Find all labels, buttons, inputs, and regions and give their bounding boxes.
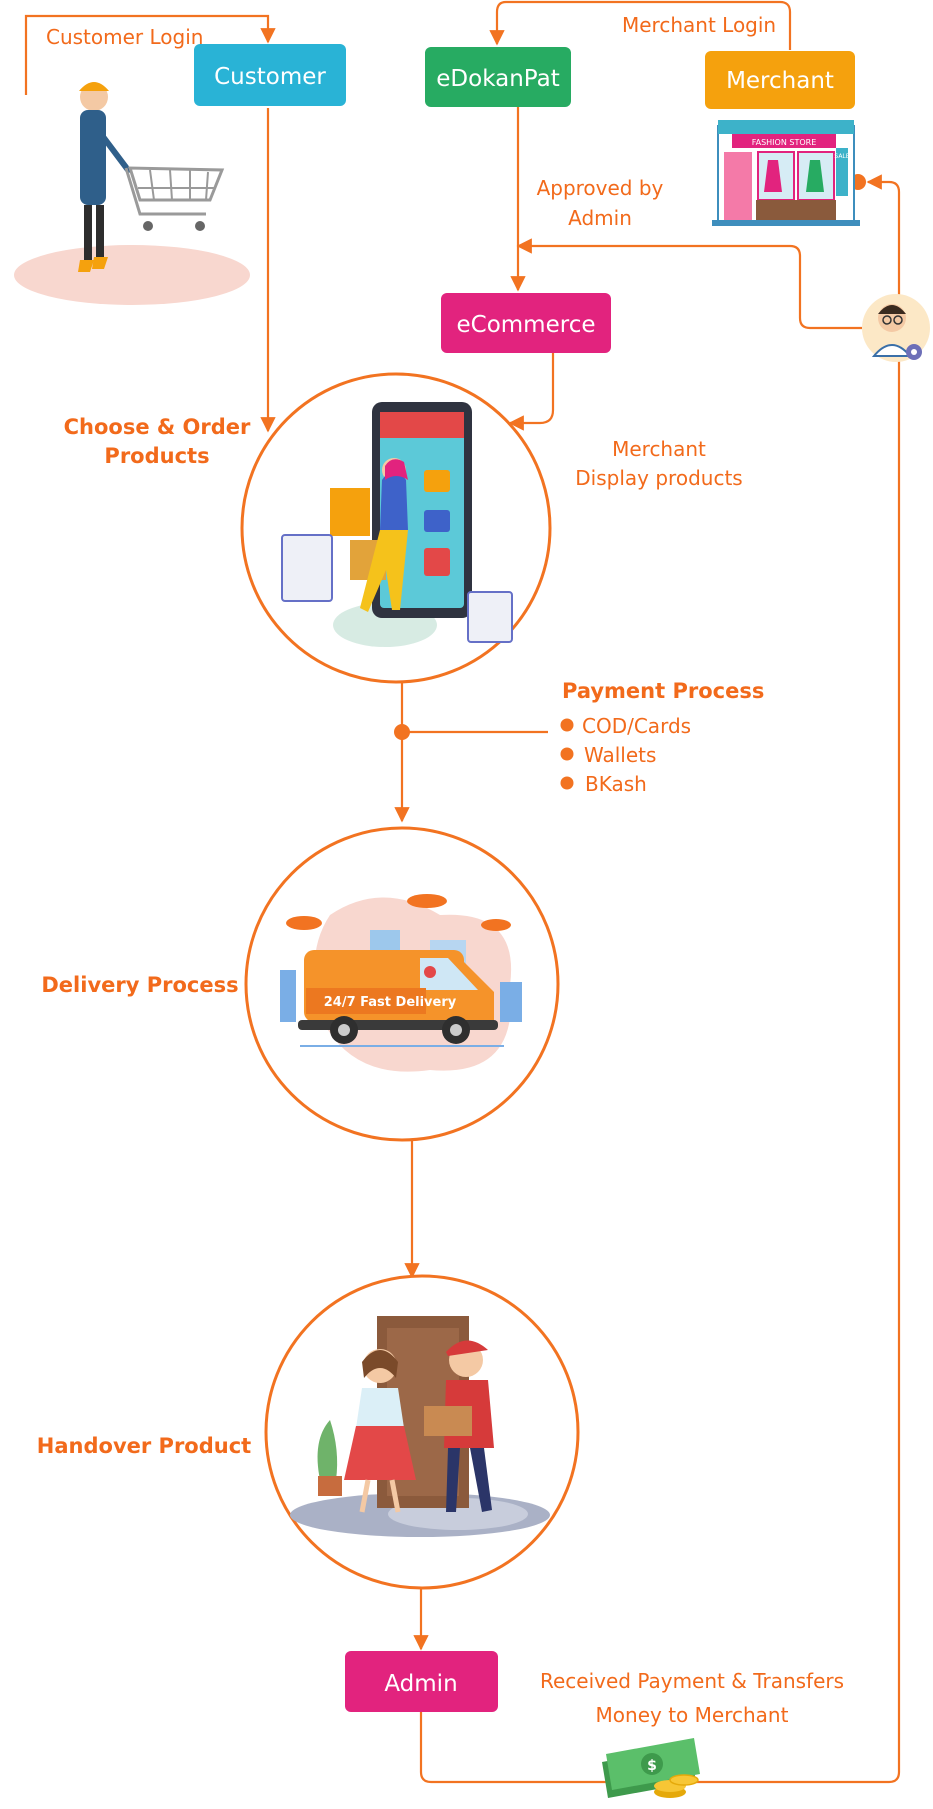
admin-avatar-icon (862, 294, 930, 362)
customer-node[interactable]: Customer (194, 44, 346, 106)
merchant-login-connector (489, 0, 792, 50)
payment-option-wallets: Wallets (584, 743, 656, 767)
ecommerce-node[interactable]: eCommerce (441, 293, 611, 353)
merchant-login-label: Merchant Login (622, 13, 776, 37)
delivery-van-icon: 24/7 Fast Delivery (244, 826, 560, 1142)
edokanpat-node[interactable]: eDokanPat (425, 47, 571, 107)
van-text: 24/7 Fast Delivery (324, 995, 457, 1010)
customer-login-connector (24, 14, 276, 95)
money-symbol: $ (647, 1758, 657, 1774)
ecommerce-to-shopping-connector (508, 353, 555, 431)
admin-approval-connector (516, 238, 862, 330)
shopper-with-cart-icon (14, 82, 250, 305)
ecommerce-node-label: eCommerce (457, 312, 596, 338)
merchant-node[interactable]: Merchant (705, 51, 855, 109)
store-sale-text: SALE (834, 153, 849, 160)
mobile-shopping-icon (240, 372, 552, 684)
payment-option-cod: COD/Cards (582, 714, 691, 738)
handover-product-label: Handover Product (37, 1434, 251, 1458)
admin-to-merchant-connector (419, 174, 901, 1784)
edokanpat-node-label: eDokanPat (436, 66, 559, 92)
approved-label-line1: Approved by (537, 176, 664, 200)
customer-login-label: Customer Login (46, 25, 203, 49)
merchant-display-line2: Display products (575, 466, 742, 490)
choose-label-line2: Products (104, 444, 209, 468)
approved-label-line2: Admin (568, 206, 632, 230)
payment-bullet (560, 718, 574, 732)
received-payment-line1: Received Payment & Transfers (540, 1669, 844, 1693)
merchant-display-line1: Merchant (612, 437, 706, 461)
money-bills-icon: $ (602, 1738, 700, 1798)
payment-process-block: Payment Process COD/Cards Wallets BKash (560, 679, 764, 796)
delivery-process-label: Delivery Process (41, 973, 238, 997)
merchant-node-label: Merchant (726, 68, 834, 94)
customer-node-label: Customer (214, 64, 326, 90)
payment-title: Payment Process (562, 679, 764, 703)
fashion-store-icon: FASHION STORE SALE (712, 120, 860, 226)
received-payment-line2: Money to Merchant (596, 1703, 789, 1727)
payment-option-bkash: BKash (585, 772, 647, 796)
store-sign-text: FASHION STORE (752, 138, 817, 147)
admin-node[interactable]: Admin (345, 1651, 498, 1712)
payment-branch-dot (394, 724, 410, 740)
package-handover-icon (264, 1274, 580, 1590)
admin-node-label: Admin (384, 1671, 457, 1697)
payment-bullet (560, 776, 574, 790)
choose-label-line1: Choose & Order (64, 415, 251, 439)
payment-bullet (560, 747, 574, 761)
